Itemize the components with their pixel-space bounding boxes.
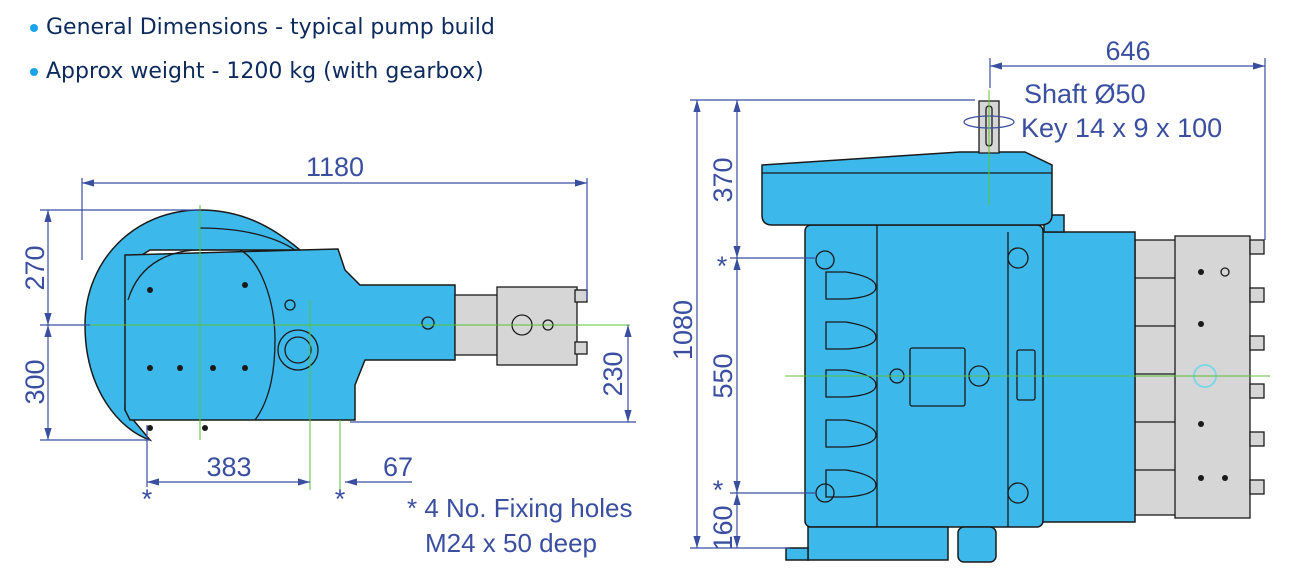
hole-marker: *	[713, 475, 724, 505]
dim-top-label: 370	[708, 157, 738, 202]
dim-width-label: 1180	[306, 152, 364, 182]
hole-marker: *	[717, 251, 728, 281]
fixing-holes-spec: M24 x 50 deep	[425, 528, 597, 558]
crankcase-rear	[1039, 231, 1136, 523]
crankcase-side	[124, 248, 456, 421]
bullet-text: Approx weight - 1200 kg (with gearbox)	[46, 59, 484, 84]
dim-hole-spacing-label: 383	[206, 452, 251, 482]
key-label: Key 14 x 9 x 100	[1021, 113, 1222, 143]
inspection-cover	[909, 347, 966, 407]
manifold-block-side	[496, 286, 578, 366]
dim-total-height-label: 1080	[668, 300, 698, 360]
drain-plug	[957, 526, 997, 563]
bullet-dot-icon	[30, 68, 38, 76]
dim-middle-label: 550	[708, 353, 738, 398]
fixing-holes-note: * 4 No. Fixing holes	[407, 493, 632, 523]
dim-shaft-height-label: 230	[598, 351, 628, 396]
manifold-block	[1174, 235, 1251, 519]
bullet-weight: Approx weight - 1200 kg (with gearbox)	[30, 50, 495, 94]
bullet-text: General Dimensions - typical pump build	[46, 15, 495, 40]
dim-bottom-label: 160	[708, 505, 738, 550]
shaft-end-icon	[277, 329, 319, 371]
shaft-label: Shaft Ø50	[1024, 79, 1146, 109]
hole-marker: *	[335, 484, 346, 514]
gearbox-top	[761, 151, 1053, 226]
dim-shaft-offset-label: 646	[1105, 36, 1150, 66]
side-view: 1180 270 300 230 383 67 * *	[20, 152, 636, 514]
front-view: 1080 370 550 160 * * 646 Shaft Ø50 Key 1…	[668, 36, 1270, 563]
bullet-general-dimensions: General Dimensions - typical pump build	[30, 6, 495, 50]
gearbox-housing	[84, 209, 303, 442]
hole-marker: *	[142, 484, 153, 514]
dim-hole-offset-label: 67	[383, 452, 413, 482]
dim-lower-height-label: 300	[20, 359, 50, 404]
plunger-rods	[1134, 239, 1181, 516]
dim-upper-height-label: 270	[20, 245, 50, 290]
bullet-dot-icon	[30, 24, 38, 32]
header-bullets: General Dimensions - typical pump build …	[30, 6, 495, 94]
base-foot	[807, 526, 949, 561]
